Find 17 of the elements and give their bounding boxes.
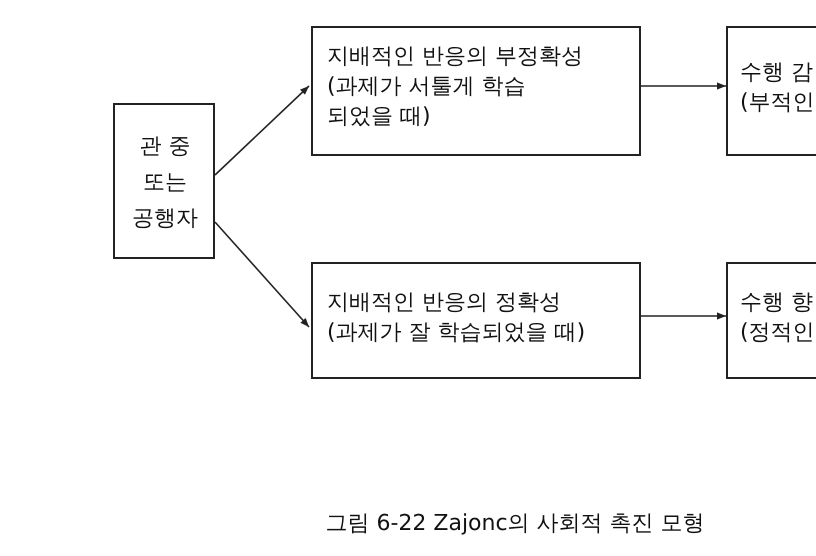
arrow [214,85,310,176]
box-note: (정적인 [740,319,816,347]
arrow [214,221,310,328]
process-box [311,26,641,156]
box-label: 수행 감 [740,59,814,87]
process-box [311,262,641,379]
box-note: (과제가 잘 학습되었을 때) [327,319,586,347]
box-note: (과제가 서툴게 학습되었을 때) [327,73,527,131]
box-label: 지배적인 반응의 부정확성 [327,43,584,71]
actor-box [113,103,215,259]
box-label: 관 중 또는 공행자 [131,133,199,233]
arrow [641,312,726,320]
box-label: 지배적인 반응의 정확성 [327,289,562,317]
box-label: 수행 향 [740,289,814,317]
box-note: (부적인 [740,89,816,117]
figure-caption: 그림 6-22 Zajonc의 사회적 촉진 모형 [324,510,706,538]
arrow [641,82,726,90]
